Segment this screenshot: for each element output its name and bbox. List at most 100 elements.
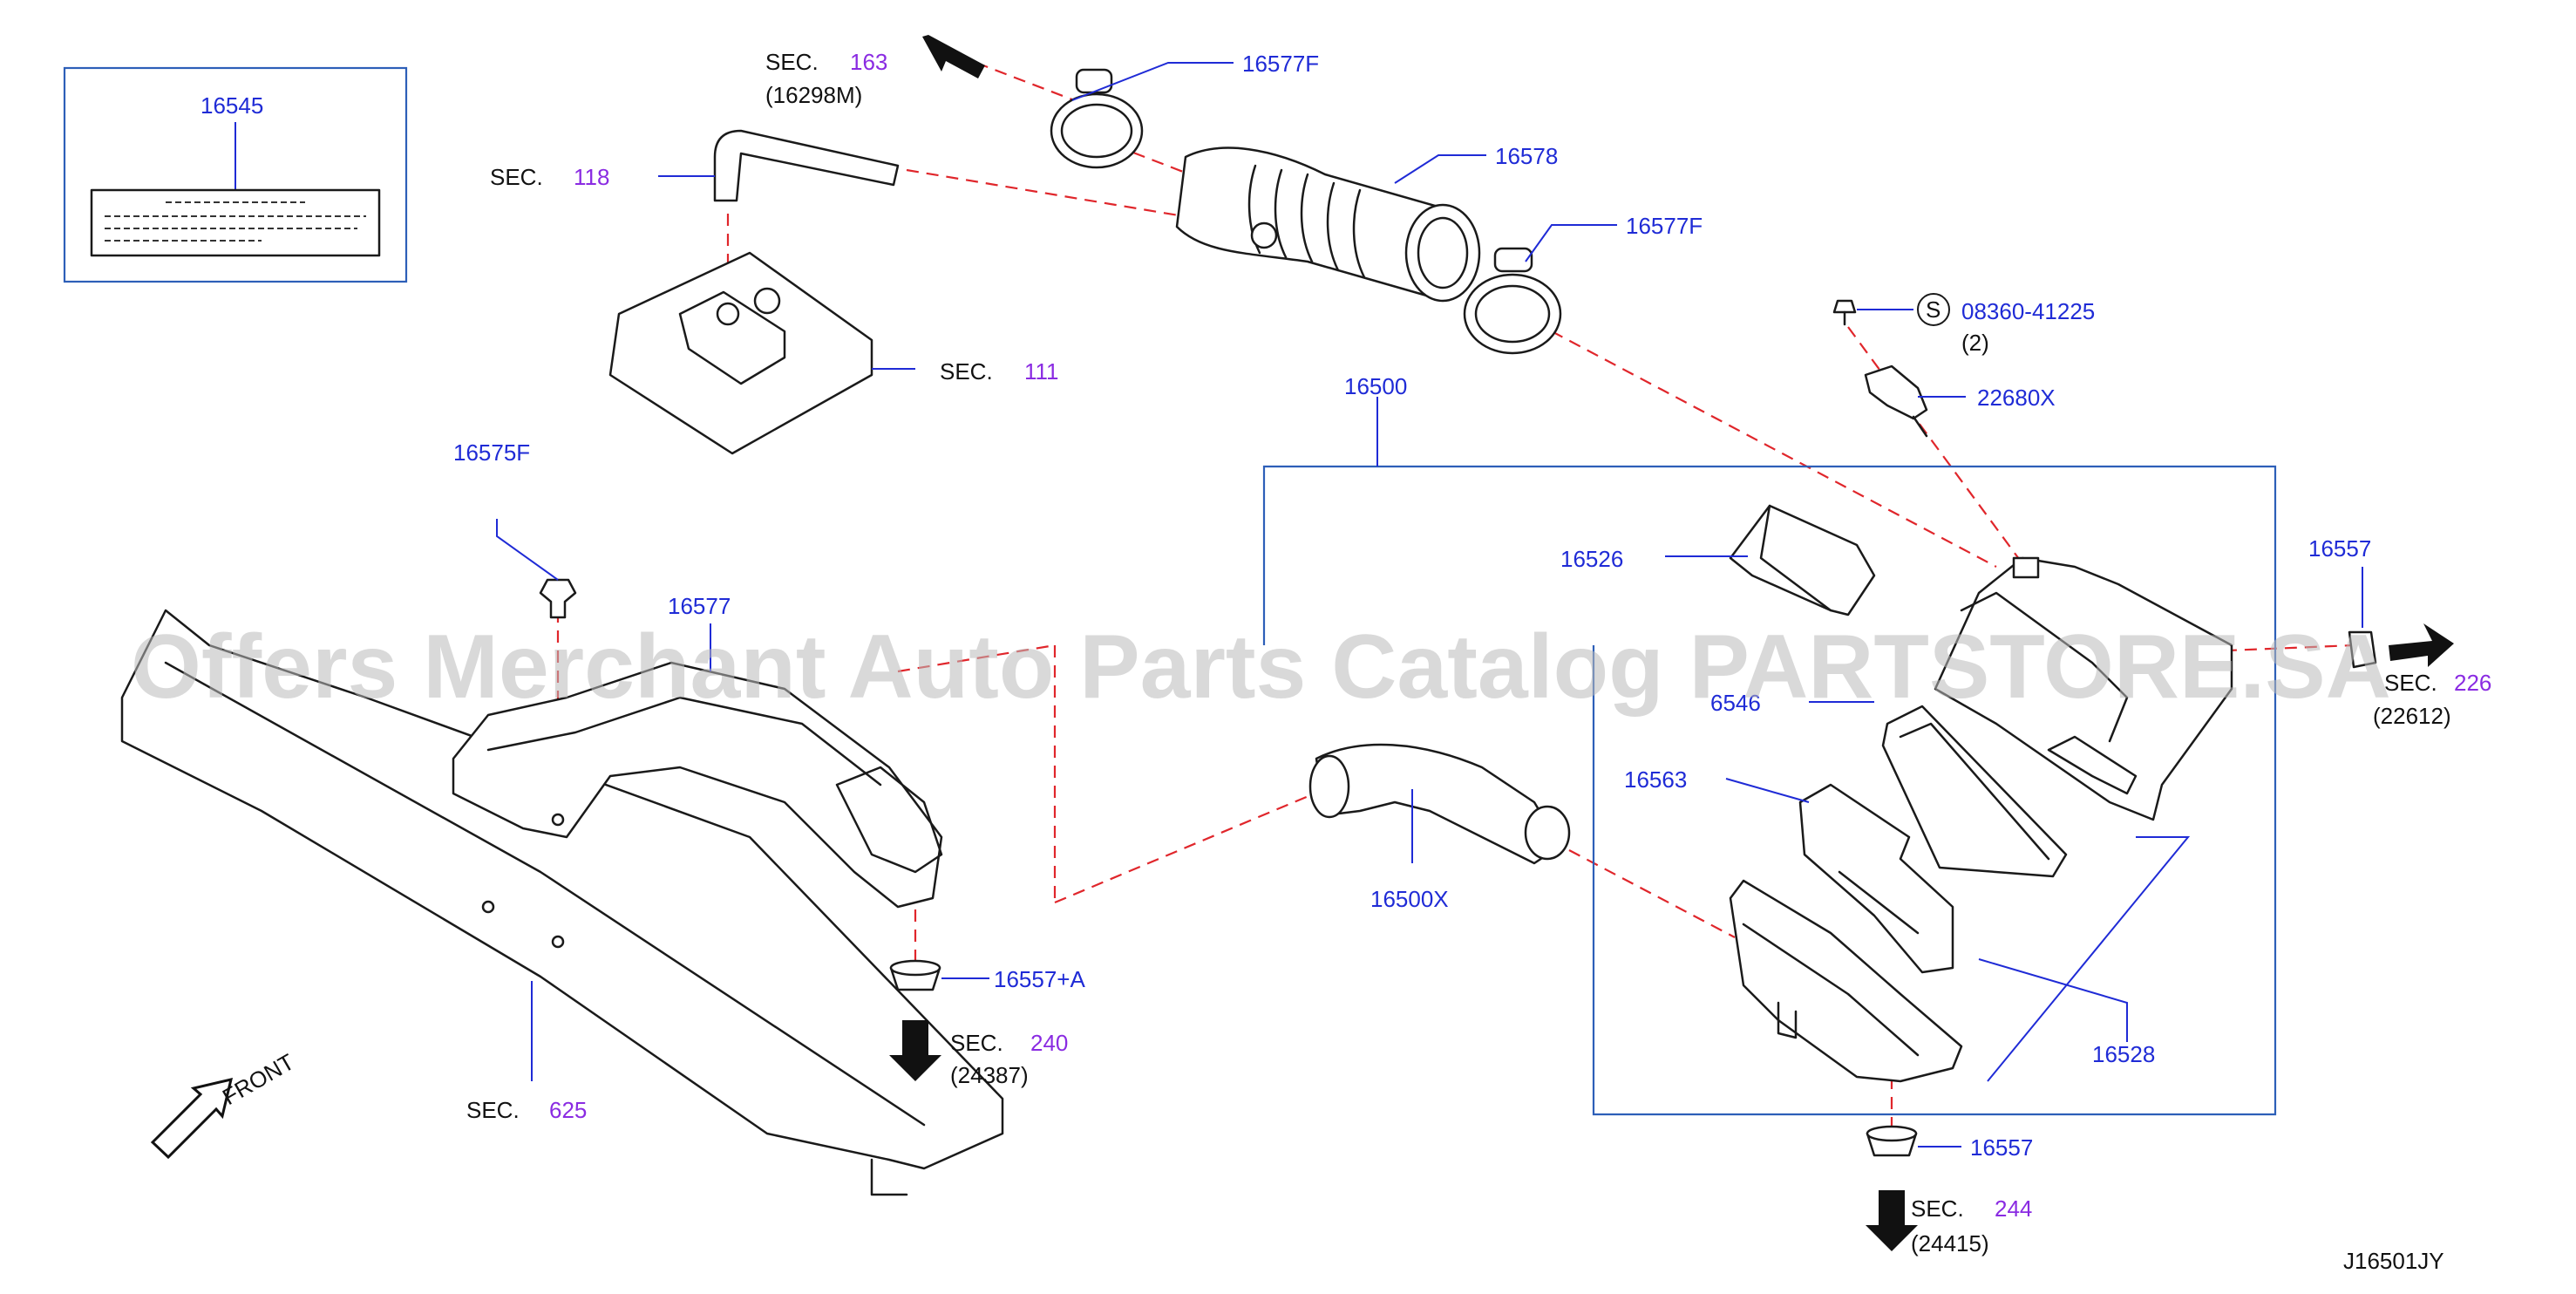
breather-hose (713, 129, 900, 202)
quantity-08360: (2) (1961, 330, 1989, 356)
part-number-16526[interactable]: 16526 (1560, 546, 1623, 572)
grommet-16557a (889, 959, 989, 991)
panel-hole (551, 935, 565, 949)
labels: SEC. 163 (16298M) 16577F 16578 16577F SE… (218, 49, 2491, 1274)
part-number-16500x[interactable]: 16500X (1370, 886, 1449, 912)
filter-element-pleats (1899, 722, 2050, 861)
clamp-band-inner (1474, 284, 1551, 344)
leader-16577f-mid (1525, 224, 1617, 262)
panel-tab (870, 1158, 908, 1196)
hose-outlet-inner (1417, 216, 1469, 289)
part-number-16577[interactable]: 16577 (668, 593, 731, 619)
air-cleaner-upper-case (1934, 556, 2233, 821)
part-number-16557a[interactable]: 16557+A (994, 966, 1085, 992)
inlet-duct-rim (486, 696, 882, 787)
hose-clamp-16577f-top (1050, 68, 1144, 169)
s-symbol-icon (1917, 293, 1950, 326)
sec-226-link[interactable]: 226 (2454, 670, 2491, 696)
sensor-body (1864, 364, 1928, 420)
lower-case-body (1729, 879, 1963, 1083)
sec-111-prefix: SEC. (940, 358, 993, 385)
leader-16577f-top (1071, 62, 1234, 101)
part-number-16528[interactable]: 16528 (2092, 1041, 2155, 1067)
dash-line (1847, 326, 2032, 576)
part-number-16557-bottom[interactable]: 16557 (1970, 1134, 2033, 1161)
part-number-16545[interactable]: 16545 (201, 92, 263, 119)
part-number-16577f-mid[interactable]: 16577F (1626, 213, 1703, 239)
dash-line (1568, 849, 1736, 938)
dash-line (1132, 151, 1191, 176)
front-arrow-icon (150, 1077, 234, 1160)
part-number-22680x[interactable]: 22680X (1977, 385, 2056, 411)
part-number-16575f[interactable]: 16575F (453, 439, 530, 466)
s-symbol-letter: S (1926, 296, 1940, 323)
sec-240-link[interactable]: 240 (1030, 1030, 1068, 1056)
watermark: Offers Merchant Auto Parts Catalog PARTS… (131, 616, 2391, 718)
clamp-screw (1493, 247, 1533, 273)
air-duct-16500x (1308, 743, 1571, 865)
arrow-sec-244-icon (1866, 1190, 1918, 1251)
engine-cover-port (716, 302, 740, 326)
grommet-16557-right (2348, 567, 2377, 669)
mass-airflow-sensor-22680x (1864, 364, 1928, 438)
sec-111-link[interactable]: 111 (1024, 358, 1059, 385)
hose-ribs (1247, 164, 1366, 279)
sensor-mount (2012, 556, 2040, 579)
arrows (150, 35, 2454, 1251)
sec-244-prefix: SEC. (1911, 1195, 1964, 1222)
engine-cover-detail (678, 290, 786, 385)
sec-163-prefix: SEC. (765, 49, 819, 75)
sec-625-prefix: SEC. (466, 1097, 520, 1123)
air-duct-outlet (1524, 805, 1571, 861)
part-number-16557-right[interactable]: 16557 (2308, 535, 2371, 562)
dash-line (1551, 330, 1997, 568)
upper-case-body (1934, 556, 2233, 821)
sec-244-ref: (24415) (1911, 1230, 1989, 1257)
clamp-screw (1075, 68, 1113, 94)
sec-226-prefix: SEC. (2384, 670, 2437, 696)
arrow-sec-240-icon (889, 1020, 941, 1081)
front-panel-body (120, 609, 1004, 1170)
dash-line (897, 644, 1056, 673)
caution-label-icon (90, 188, 381, 257)
hose-clamp-16577f-mid (1463, 247, 1562, 355)
part-number-16578[interactable]: 16578 (1495, 143, 1558, 169)
dash-line (1054, 787, 1326, 904)
dash-line (2144, 644, 2355, 656)
sec-244-link[interactable]: 244 (1995, 1195, 2032, 1222)
diagram-code: J16501JY (2343, 1248, 2444, 1274)
arrow-sec-226-icon (2389, 623, 2454, 667)
label-box-16545: 16545 (63, 66, 408, 283)
part-number-16577f-top[interactable]: 16577F (1242, 51, 1319, 77)
part-number-16546[interactable]: 6546 (1710, 690, 1761, 716)
sec-625-link[interactable]: 625 (549, 1097, 587, 1123)
duct-rib (1838, 870, 1920, 935)
hose-port (1250, 221, 1278, 249)
screw-08360-41225 (1832, 299, 1857, 326)
intake-hose-16578 (1175, 146, 1481, 303)
arrow-sec-163-icon (922, 35, 985, 78)
leader-16528 (1978, 958, 2128, 1042)
grommet-16557-bottom (1866, 1125, 1961, 1157)
air-duct-body (1315, 743, 1562, 865)
sec-118-link[interactable]: 118 (574, 164, 609, 190)
inlet-duct-16577 (452, 661, 943, 909)
air-duct-inlet (1308, 754, 1350, 819)
screw-head (1832, 299, 1857, 314)
part-number-08360-41225[interactable]: 08360-41225 (1961, 298, 2095, 324)
leader-16528-bracket (1987, 836, 2191, 1082)
part-number-16563[interactable]: 16563 (1624, 766, 1687, 793)
grommet-top (889, 959, 941, 977)
upper-case-edge (1960, 591, 2129, 743)
engine-cover-body (608, 251, 873, 455)
dash-line (975, 61, 1082, 105)
sensor-probe (1912, 415, 1928, 438)
filter-element-body (1881, 705, 2068, 878)
sec-163-link[interactable]: 163 (850, 49, 887, 75)
leader-16575f (496, 519, 559, 581)
part-number-16500[interactable]: 16500 (1344, 373, 1407, 399)
grommet-top (1866, 1125, 1918, 1142)
duct-16563 (1798, 783, 1954, 974)
sec-240-ref: (24387) (950, 1062, 1029, 1088)
grommet-body (2348, 630, 2377, 669)
